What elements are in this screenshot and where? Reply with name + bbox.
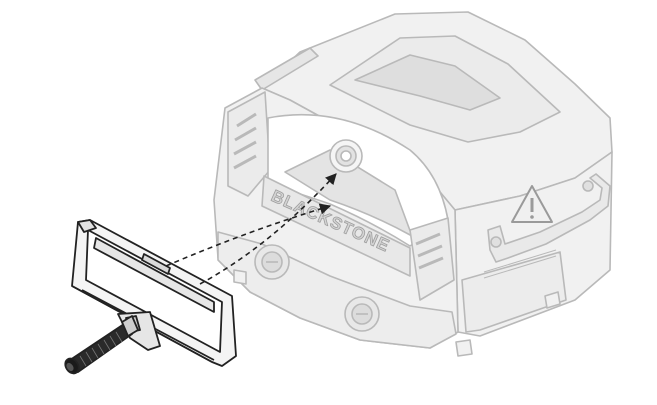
install-arrow-lower <box>199 173 337 285</box>
install-arrows <box>165 173 337 285</box>
oven-foot <box>455 339 473 357</box>
tray-rim <box>141 253 171 275</box>
warning-icon <box>511 185 553 223</box>
oven-foot <box>233 269 247 285</box>
left-vents <box>233 112 257 170</box>
oven-foot <box>544 291 561 309</box>
handle-collar <box>121 315 139 337</box>
front-right-panel <box>409 217 455 301</box>
tray-flange <box>77 219 97 233</box>
brand-strip <box>261 175 411 277</box>
control-knob <box>254 244 290 280</box>
handle-bolt <box>582 180 594 192</box>
grease-tray-assembly <box>64 219 237 375</box>
install-arrow-upper <box>165 203 332 267</box>
lid-vent <box>354 54 501 111</box>
side-grille <box>483 249 557 279</box>
cook-surface <box>284 149 413 237</box>
lid-rail <box>254 47 319 91</box>
right-vents <box>415 232 444 270</box>
pizza-oven: BLACKSTONE <box>213 11 613 357</box>
front-left-panel <box>227 91 271 197</box>
tray-handle <box>64 323 133 375</box>
right-side-panel <box>461 251 567 333</box>
control-knob <box>344 296 380 332</box>
tray-inner-lip <box>93 237 215 313</box>
oven-handle <box>487 173 611 263</box>
handle-bolt <box>490 236 502 248</box>
